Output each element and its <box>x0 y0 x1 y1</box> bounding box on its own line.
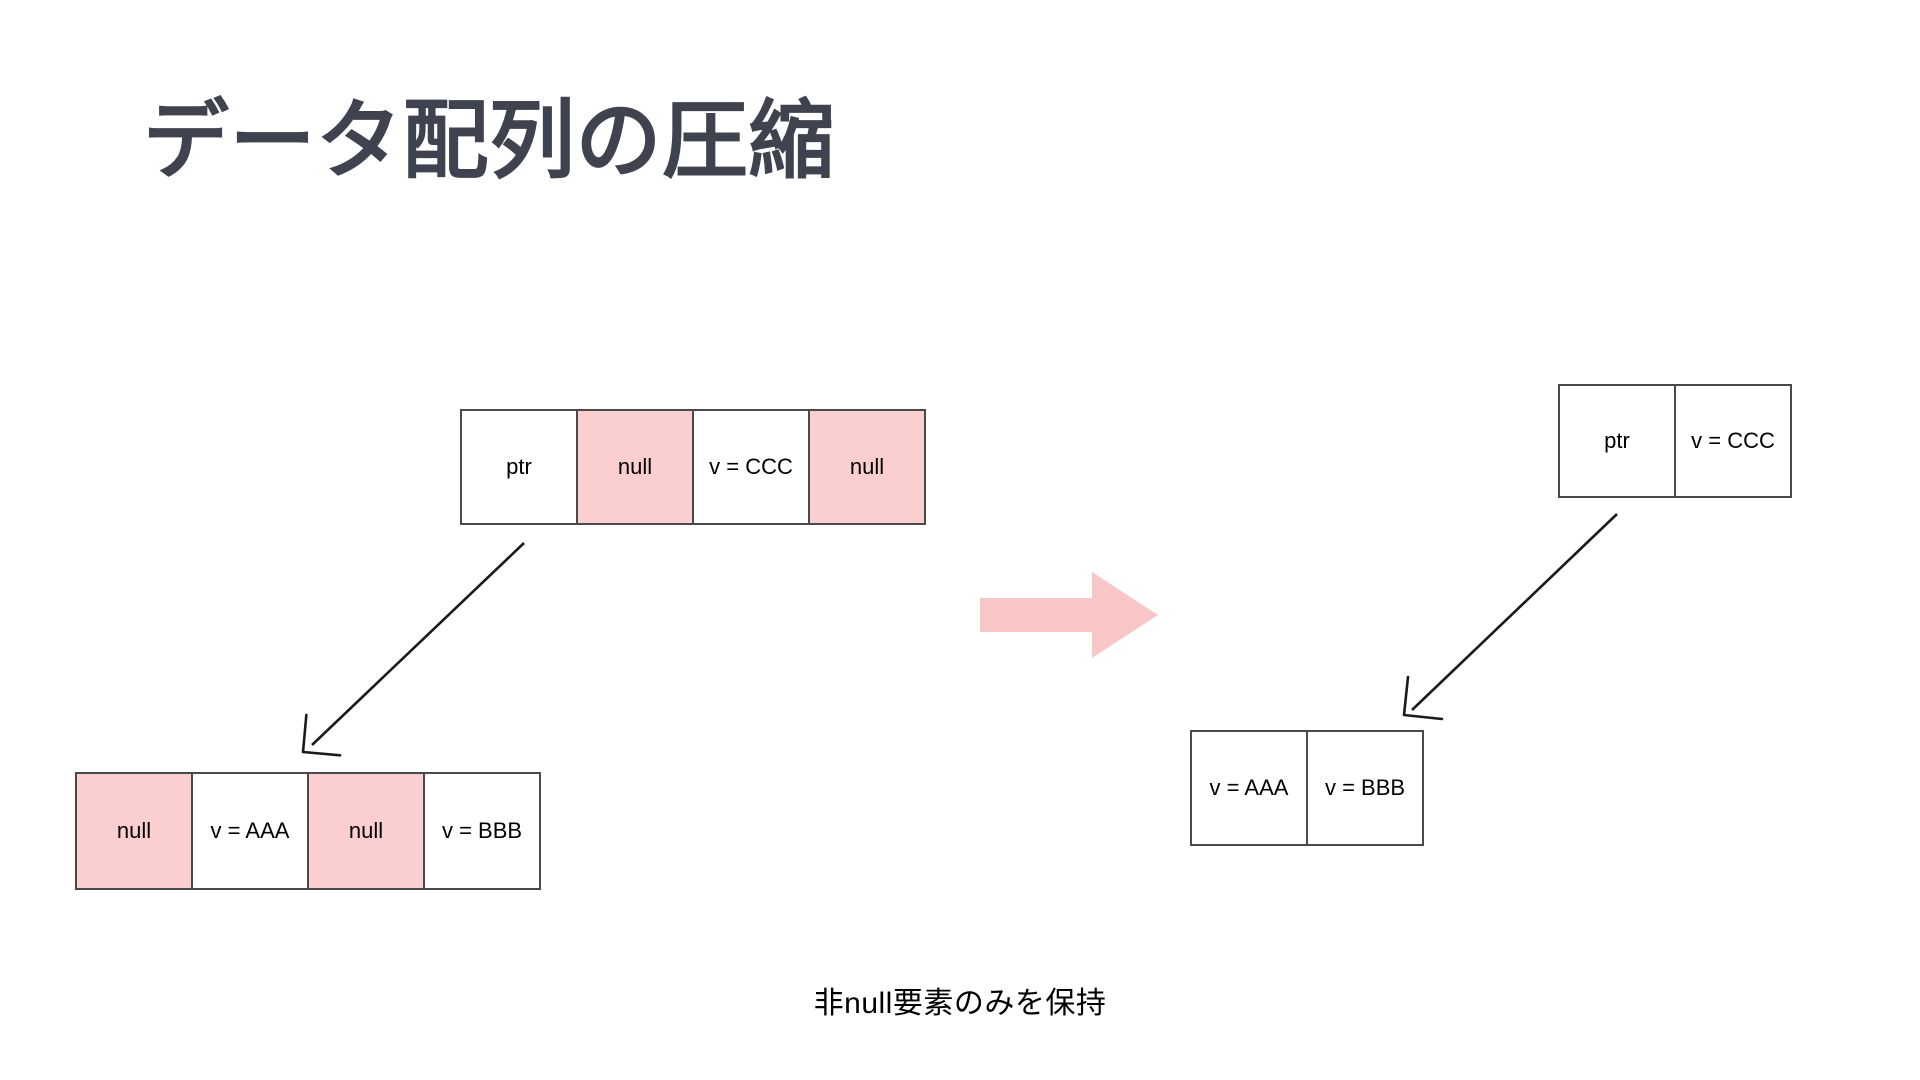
array-cell[interactable]: ptr <box>1558 384 1676 498</box>
array-cell[interactable]: v = AAA <box>191 772 309 890</box>
array-cell[interactable]: v = BBB <box>423 772 541 890</box>
caption-text: 非null要素のみを保持 <box>813 987 1107 1020</box>
array-cell[interactable]: ptr <box>460 409 578 525</box>
diagonal-arrow-down-left-icon <box>1402 513 1618 721</box>
before-data-array: null v = AAA null v = BBB <box>75 772 541 890</box>
right-block-arrow-icon <box>980 572 1158 658</box>
array-cell-null[interactable]: null <box>307 772 425 890</box>
before-header-array: ptr null v = CCC null <box>460 409 926 525</box>
array-cell-null[interactable]: null <box>576 409 694 525</box>
diagonal-arrow-down-left-icon <box>301 542 525 757</box>
page-title: データ配列の圧縮 <box>143 93 835 189</box>
array-cell[interactable]: v = BBB <box>1306 730 1424 846</box>
after-header-array: ptr v = CCC <box>1558 384 1792 498</box>
array-cell[interactable]: v = CCC <box>1674 384 1792 498</box>
after-data-array: v = AAA v = BBB <box>1190 730 1424 846</box>
array-cell-null[interactable]: null <box>808 409 926 525</box>
array-cell-null[interactable]: null <box>75 772 193 890</box>
array-cell[interactable]: v = AAA <box>1190 730 1308 846</box>
array-cell[interactable]: v = CCC <box>692 409 810 525</box>
